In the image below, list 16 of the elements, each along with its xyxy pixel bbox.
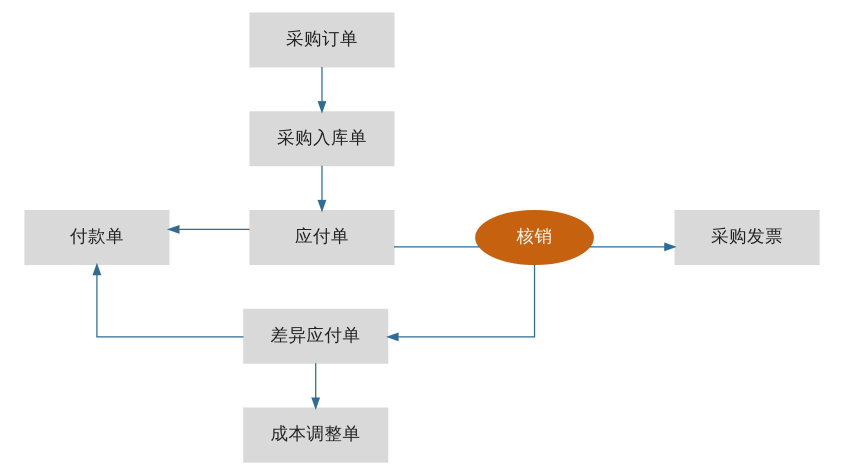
arrow [310,363,320,410]
arrow [317,166,326,212]
node-box: 采购入库单 [248,111,394,166]
arrow [92,262,243,338]
node-box: 采购发票 [674,210,820,265]
arrow [386,264,535,342]
node-box: 应付单 [248,210,394,265]
arrow [317,66,326,114]
node-box: 成本调整单 [242,408,388,463]
node-box: 差异应付单 [242,308,388,364]
node-box: 付款单 [24,210,169,265]
arrow [166,224,250,234]
node-box: 采购订单 [248,12,394,68]
node-ellipse: 核销 [474,210,594,265]
connector [393,246,479,248]
arrow [589,242,676,252]
